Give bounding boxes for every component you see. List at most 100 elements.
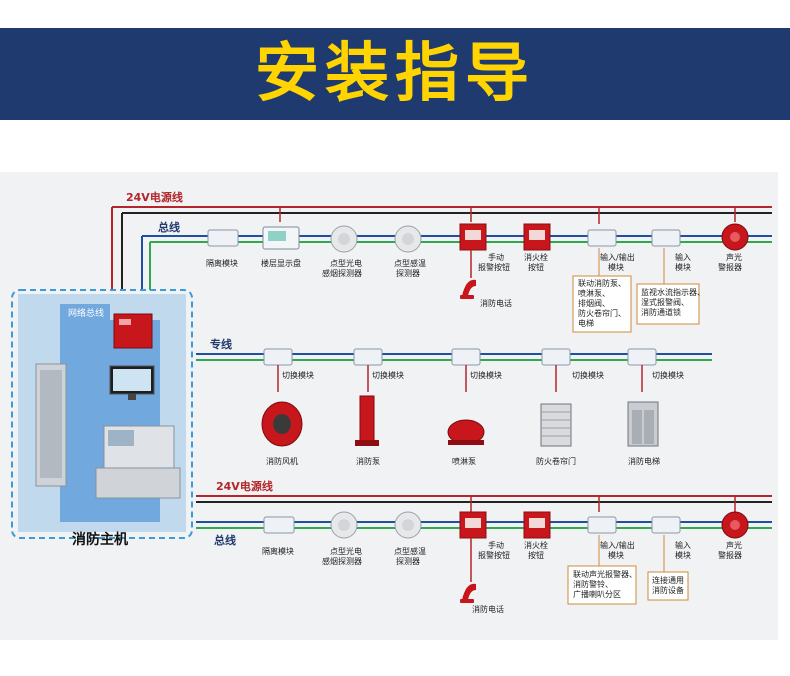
bottom-label-alarm-1: 声光 (726, 540, 742, 550)
sound-light-alarm-lamp (730, 232, 740, 242)
cabinet-front (40, 370, 62, 478)
note-io-line-2: 喷淋泵、 (578, 288, 610, 298)
bottom-note-in-line-2: 消防设备 (652, 585, 684, 595)
bottom-input-module-icon (651, 516, 681, 534)
bottom-label-heat-2: 探测器 (396, 556, 420, 566)
note-in-line-1: 监视水流指示器、 (641, 287, 705, 297)
header-bar (0, 28, 790, 120)
bottom-note-in-line-1: 连接通用 (652, 575, 684, 585)
bottom-heat-detector-core (402, 519, 414, 531)
console-desk-base (95, 467, 181, 499)
top-label-display: 楼层显示盘 (261, 258, 301, 268)
equipment-label-shutter: 防火卷帘门 (536, 456, 576, 466)
bottom-label-isolation: 隔离模块 (262, 546, 294, 556)
header-banner: 安装指导 (0, 0, 790, 130)
monitor-stand (128, 394, 136, 400)
heat-detector-core (402, 233, 414, 245)
top-label-heat-2: 探测器 (396, 268, 420, 278)
bottom-bus-label: 总线 (214, 533, 236, 547)
equipment-label-fan: 消防风机 (266, 456, 298, 466)
bottom-note-in-box (647, 571, 689, 601)
bottom-label-phone: 消防电话 (472, 604, 504, 614)
bottom-fire-phone-icon (462, 583, 476, 600)
switch-module-icon-5 (627, 348, 657, 366)
switch-module-icon-2 (353, 348, 383, 366)
input-module-icon (651, 229, 681, 247)
top-label-heat-1: 点型感温 (394, 258, 426, 268)
bottom-isolation-module-icon (263, 516, 295, 534)
controller-display (119, 319, 131, 325)
fire-phone-base (460, 295, 474, 299)
top-label-io-2: 模块 (608, 262, 624, 272)
fire-phone-icon (462, 279, 476, 296)
bottom-label-manual-1: 手动 (488, 540, 504, 550)
smoke-detector-core (338, 233, 350, 245)
equipment-label-sprinkler: 喷淋泵 (452, 456, 476, 466)
equipment-label-pump: 消防泵 (356, 456, 380, 466)
note-in-line-3: 消防通道锁 (641, 307, 681, 317)
note-io-box (572, 275, 632, 333)
note-in-line-2: 湿式报警阀、 (641, 297, 689, 307)
bottom-label-io-2: 模块 (608, 550, 624, 560)
note-io-line-4: 防火卷帘门、 (578, 308, 626, 318)
top-label-in-1: 输入 (675, 252, 691, 262)
bottom-manual-alarm-window (465, 518, 481, 528)
bottom-note-io-box (567, 565, 637, 605)
bottom-label-smoke-1: 点型光电 (330, 546, 362, 556)
switch-label-2: 切换模块 (372, 370, 404, 380)
manual-alarm-window (465, 230, 481, 240)
bottom-note-io-line-1: 联动声光报警器、 (573, 569, 637, 579)
bottom-io-module-icon (587, 516, 617, 534)
io-module-icon (587, 229, 617, 247)
equipment-label-elevator: 消防电梯 (628, 456, 660, 466)
bottom-power-label: 24V电源线 (216, 479, 273, 493)
fire-host-frame (11, 289, 193, 539)
top-label-hydrant-1: 消火栓 (524, 252, 548, 262)
top-bus-label: 总线 (158, 220, 180, 234)
bottom-label-smoke-2: 感烟探测器 (322, 556, 362, 566)
bottom-sound-light-alarm-lamp (730, 520, 740, 530)
fire-fan-hub (273, 414, 291, 434)
fire-pump-icon (359, 395, 375, 445)
console-desk-screen (108, 430, 134, 446)
bottom-label-hydrant-2: 按钮 (528, 550, 544, 560)
page-title: 安装指导 (255, 37, 535, 111)
elevator-door-left (632, 410, 642, 444)
switch-module-icon-3 (451, 348, 481, 366)
top-label-smoke-1: 点型光电 (330, 258, 362, 268)
switch-label-1: 切换模块 (282, 370, 314, 380)
network-bus-label: 网络总线 (68, 307, 104, 319)
bottom-label-hydrant-1: 消火栓 (524, 540, 548, 550)
bottom-label-alarm-2: 警报器 (718, 550, 742, 560)
hydrant-button-window (529, 230, 545, 240)
bottom-smoke-detector-core (338, 519, 350, 531)
bottom-label-io-1: 输入/输出 (600, 540, 635, 550)
fire-shutter-icon (540, 403, 572, 447)
top-label-manual-1: 手动 (488, 252, 504, 262)
switch-module-icon-1 (263, 348, 293, 366)
top-power-label: 24V电源线 (126, 190, 183, 204)
top-label-manual-2: 报警按钮 (478, 262, 510, 272)
bottom-note-io-line-2: 消防警铃、 (573, 579, 613, 589)
bottom-label-heat-1: 点型感温 (394, 546, 426, 556)
wiring-diagram: 24V电源线 总线 隔离模块 楼层显示盘 点型光电 感烟探测器 点型感温 探测器… (11, 190, 772, 614)
switch-label-5: 切换模块 (652, 370, 684, 380)
top-label-alarm-1: 声光 (726, 252, 742, 262)
top-label-smoke-2: 感烟探测器 (322, 268, 362, 278)
bottom-label-in-2: 模块 (675, 550, 691, 560)
top-label-hydrant-2: 按钮 (528, 262, 544, 272)
top-label-isolation: 隔离模块 (206, 258, 238, 268)
bottom-hydrant-button-window (529, 518, 545, 528)
switch-label-4: 切换模块 (572, 370, 604, 380)
switch-module-group: 切换模块 切换模块 切换模块 切换模块 切换模块 (263, 348, 684, 392)
bottom-label-manual-2: 报警按钮 (478, 550, 510, 560)
elevator-door-right (644, 410, 654, 444)
top-label-io-1: 输入/输出 (600, 252, 635, 262)
top-label-alarm-2: 警报器 (718, 262, 742, 272)
isolation-module-icon (207, 229, 239, 247)
top-label-in-2: 模块 (675, 262, 691, 272)
fire-host-title: 消防主机 (72, 531, 128, 548)
dedicated-label: 专线 (210, 337, 232, 351)
top-label-phone: 消防电话 (480, 298, 512, 308)
switch-label-3: 切换模块 (470, 370, 502, 380)
